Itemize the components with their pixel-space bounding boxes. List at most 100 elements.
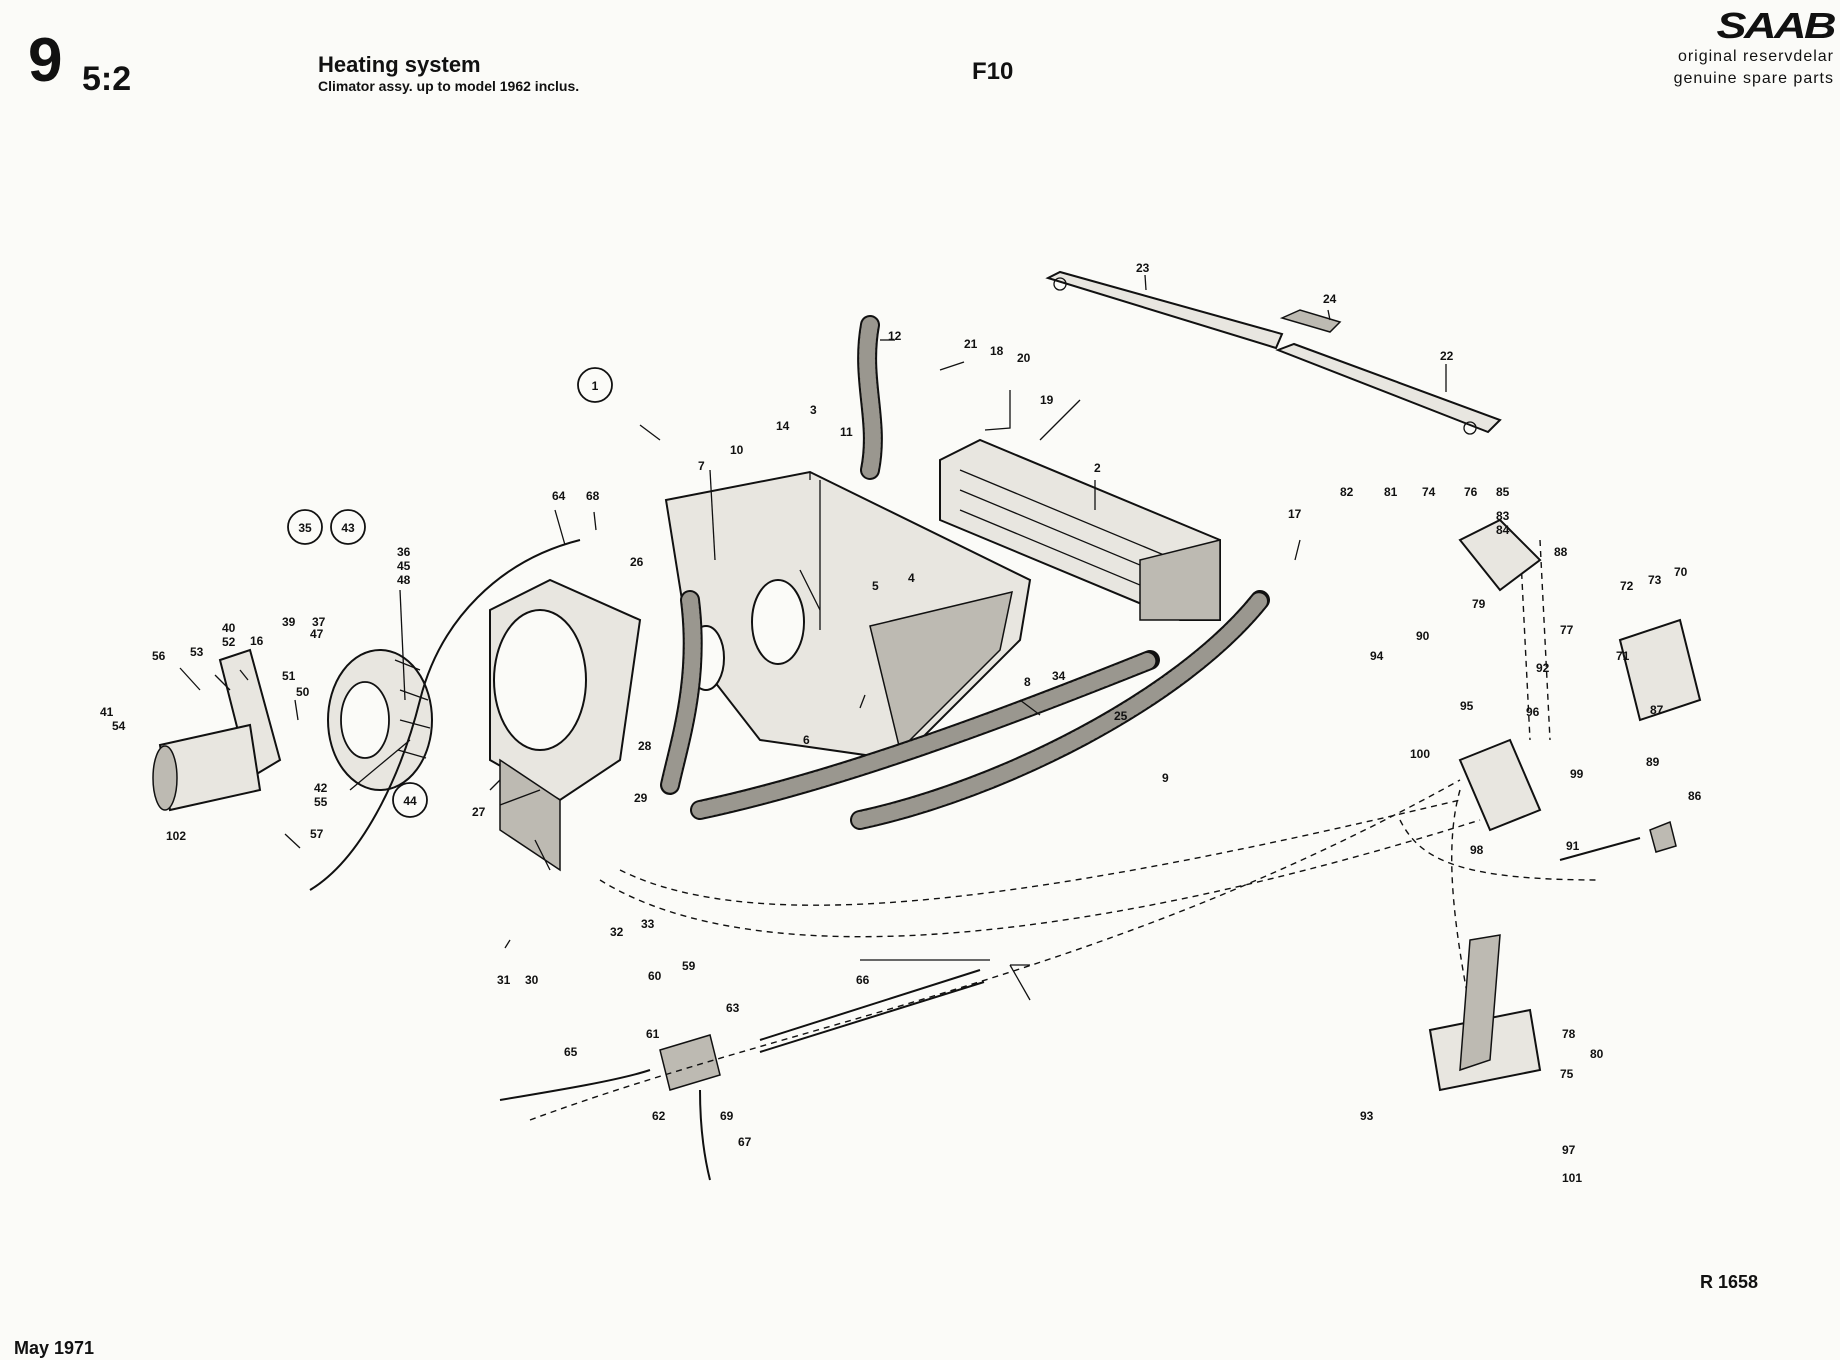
circled-ref-35: 35 (287, 509, 323, 545)
leader-lines (179, 274, 1447, 1001)
part-label: 80 (1590, 1047, 1604, 1061)
part-label: 47 (310, 627, 324, 641)
page-subtitle: Climator assy. up to model 1962 inclus. (318, 78, 580, 94)
section-subnumber: 5:2 (82, 60, 132, 98)
part-label: 70 (1674, 565, 1688, 579)
part-label: 52 (222, 635, 236, 649)
part-label: 10 (730, 443, 744, 457)
part-label: 92 (1536, 661, 1550, 675)
part-label: 27 (472, 805, 486, 819)
part-label: 64 (552, 489, 566, 503)
part-label: 3 (810, 403, 817, 417)
part-label: 97 (1562, 1143, 1576, 1157)
part-label: 37 (312, 615, 326, 629)
cable-91 (1559, 820, 1677, 861)
defroster-duct-23 (1045, 270, 1284, 350)
fan-wheel (327, 649, 433, 791)
brand-block: SAAB original reservdelar genuine spare … (1620, 8, 1840, 88)
part-label: 7 (698, 459, 705, 473)
part-label: 100 (1410, 747, 1430, 761)
water-hose-66 (759, 969, 985, 1053)
heater-housing-3 (664, 470, 1032, 762)
part-label: 77 (1560, 623, 1574, 637)
part-label: 88 (1554, 545, 1568, 559)
part-label: 45 (397, 559, 411, 573)
circled-ref-1: 1 (577, 367, 613, 403)
part-label: 68 (586, 489, 600, 503)
part-label: 25 (1114, 709, 1128, 723)
part-label: 31 (497, 973, 511, 987)
part-label: 98 (1470, 843, 1484, 857)
part-label: 18 (990, 344, 1004, 358)
part-label: 23 (1136, 261, 1150, 275)
blower-housing-26 (489, 578, 642, 872)
part-label: 65 (564, 1045, 578, 1059)
part-label: 61 (646, 1027, 660, 1041)
part-label: 76 (1464, 485, 1478, 499)
mounting-bracket-96 (1458, 738, 1542, 832)
part-label: 36 (397, 545, 411, 559)
part-label: 69 (720, 1109, 734, 1123)
part-label: 75 (1560, 1067, 1574, 1081)
part-label: 48 (397, 573, 411, 587)
part-label: 85 (1496, 485, 1510, 499)
part-label: 50 (296, 685, 310, 699)
part-label: 57 (310, 827, 324, 841)
part-label: 28 (638, 739, 652, 753)
part-label: 86 (1688, 789, 1702, 803)
part-label: 84 (1496, 523, 1510, 537)
part-label: 87 (1650, 703, 1664, 717)
part-label: 33 (641, 917, 655, 931)
part-label: 67 (738, 1135, 752, 1149)
part-label: 4 (908, 571, 915, 585)
page-title: Heating system (318, 52, 481, 77)
circled-ref-43: 43 (330, 509, 366, 545)
part-label: 89 (1646, 755, 1660, 769)
heater-core-2 (939, 438, 1221, 621)
part-label: 94 (1370, 649, 1384, 663)
print-date: May 1971 (14, 1338, 95, 1358)
part-label: 30 (525, 973, 539, 987)
part-label: 66 (856, 973, 870, 987)
part-label: 59 (682, 959, 696, 973)
part-label: 41 (100, 705, 114, 719)
part-label: 95 (1460, 699, 1474, 713)
part-label: 90 (1416, 629, 1430, 643)
part-label: 5 (872, 579, 879, 593)
defroster-duct-22 (1275, 342, 1502, 435)
part-label: 53 (190, 645, 204, 659)
bracket-24 (1279, 309, 1342, 333)
part-label: 71 (1616, 649, 1630, 663)
part-label: 79 (1472, 597, 1486, 611)
part-label: 54 (112, 719, 126, 733)
part-label: 14 (776, 419, 790, 433)
part-label: 82 (1340, 485, 1354, 499)
part-label: 12 (888, 329, 902, 343)
part-label: 83 (1496, 509, 1510, 523)
part-number-labels: 2 3 4 5 6 7 8 9 10 11 12 14 16 17 18 19 … (100, 261, 1702, 1185)
part-label: 32 (610, 925, 624, 939)
part-label: 21 (964, 337, 978, 351)
flexible-hose-8 (690, 650, 1160, 820)
blower-motor (152, 723, 262, 812)
part-label: 24 (1323, 292, 1337, 306)
part-label: 78 (1562, 1027, 1576, 1041)
part-label: 56 (152, 649, 166, 663)
part-label: 63 (726, 1001, 740, 1015)
control-lever-bracket-upper (1458, 518, 1542, 592)
part-label: 40 (222, 621, 236, 635)
part-label: 91 (1566, 839, 1580, 853)
svg-text:35: 35 (298, 521, 312, 535)
part-label: 62 (652, 1109, 666, 1123)
part-label: 99 (1570, 767, 1584, 781)
section-number: 9 (28, 26, 63, 95)
part-label: 29 (634, 791, 648, 805)
control-panel-75 (1428, 934, 1542, 1092)
part-label: 51 (282, 669, 296, 683)
part-label: 22 (1440, 349, 1454, 363)
svg-text:44: 44 (403, 794, 417, 808)
figure-code: F10 (972, 58, 1014, 85)
reference-code: R 1658 (1700, 1272, 1759, 1292)
part-label: 73 (1648, 573, 1662, 587)
